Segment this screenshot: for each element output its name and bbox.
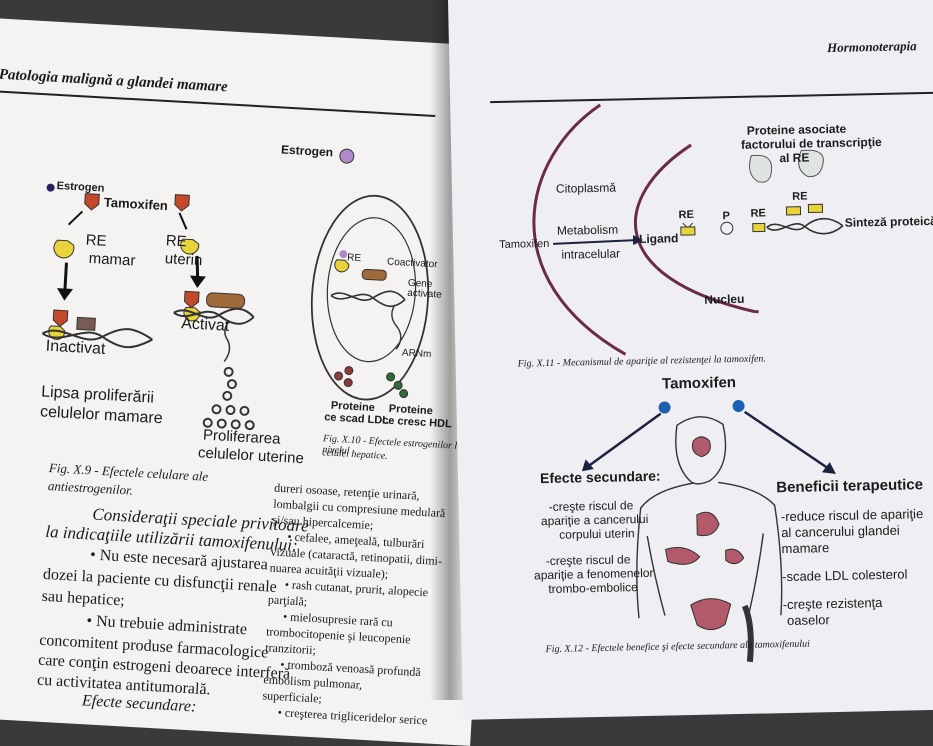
fig10-mrna [390, 305, 403, 350]
fig12-beneficii-title: Beneficii terapeutice [776, 476, 923, 496]
fig12-efecte-2-line: trombo-embolice [548, 580, 638, 596]
nucleus-outline [323, 215, 419, 364]
brain-organ [692, 437, 710, 457]
arrowhead-benefits [822, 462, 836, 474]
fig12-benef-1-line: -reduce riscul de apariţie [781, 506, 924, 524]
right-page: Hormonoterapia Citoplasmă Metabolism int… [448, 0, 933, 720]
fig12-benef-1-line: al cancerului glandei [781, 523, 900, 540]
liver-organ [697, 512, 719, 536]
estrogen-circle [339, 149, 354, 164]
fig10-re-label: RE [347, 252, 361, 264]
fig12-benef-3-line: -creşte rezistenţa [783, 595, 883, 612]
fig12-efecte-1-line: corpului uterin [559, 526, 635, 542]
fig12-benef-3-line: oaselor [787, 612, 830, 628]
fig12-efecte-title: Efecte secundare: [540, 468, 661, 487]
uterus-organ [691, 598, 732, 630]
blue-dot-left [658, 401, 670, 413]
fig10-estrogen-label: Estrogen [281, 142, 334, 159]
text-line: parţială; [268, 592, 308, 609]
blue-dot-right [732, 400, 744, 412]
fig10-arnm-label: ARNm [402, 348, 432, 361]
fig12-benef-2-line: -scade LDL colesterol [782, 567, 908, 585]
text-line: tranzitorii; [265, 640, 316, 658]
arrow-to-benefits [745, 410, 828, 470]
breast-left-organ [666, 547, 700, 565]
bone-organ [745, 606, 752, 662]
breast-right-organ [726, 549, 744, 564]
fig10-coactivator [362, 269, 387, 280]
fig12-benef-1-line: mamare [781, 540, 829, 556]
proteins-hdl [385, 373, 408, 398]
proteins-ldl [334, 366, 353, 387]
fig12-drawing [448, 0, 933, 720]
arrow-to-effects [589, 414, 662, 465]
fig12-title: Tamoxifen [662, 374, 736, 393]
